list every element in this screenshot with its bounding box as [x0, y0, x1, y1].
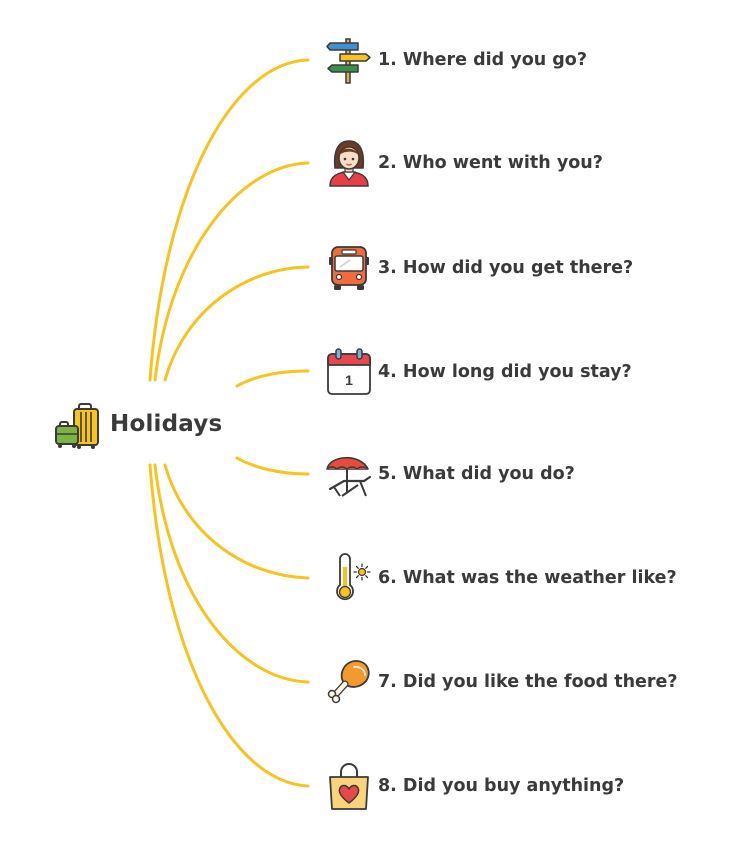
branch-line-6: [163, 463, 310, 580]
branch-label-1: 1. Where did you go?: [378, 50, 587, 70]
branch-line-5: [235, 456, 310, 476]
branch-label-5: 5. What did you do?: [378, 464, 575, 484]
branch-node-5[interactable]: 5. What did you do?: [324, 449, 575, 499]
branch-node-7[interactable]: 7. Did you like the food there?: [324, 657, 678, 707]
branch-label-2: 2. Who went with you?: [378, 153, 603, 173]
branch-label-6: 6. What was the weather like?: [378, 568, 677, 588]
branch-label-8: 8. Did you buy anything?: [378, 776, 625, 796]
thermometer-icon: [336, 553, 371, 601]
branch-line-7: [153, 463, 310, 684]
branch-label-7: 7. Did you like the food there?: [378, 672, 678, 692]
calendar-icon: 1: [327, 348, 371, 395]
branch-node-1[interactable]: 1. Where did you go?: [324, 35, 587, 85]
root-node[interactable]: Holidays: [54, 398, 222, 450]
girl-icon: [329, 140, 369, 187]
branch-label-4: 4. How long did you stay?: [378, 362, 632, 382]
branch-line-4: [235, 369, 310, 388]
beach-umbrella-icon: [326, 456, 372, 497]
branch-line-1: [148, 58, 310, 382]
signpost-icon: [326, 38, 371, 84]
calendar-day: 1: [345, 372, 353, 388]
branch-line-8: [148, 463, 310, 788]
branch-node-3[interactable]: 3. How did you get there?: [324, 243, 633, 293]
shopping-bag-icon: [329, 763, 369, 810]
root-label: Holidays: [110, 411, 223, 437]
branch-label-3: 3. How did you get there?: [378, 258, 634, 278]
branch-node-8[interactable]: 8. Did you buy anything?: [324, 761, 624, 811]
luggage-icon: [55, 403, 99, 449]
branch-line-3: [163, 265, 310, 382]
bus-icon: [329, 246, 369, 290]
chicken-leg-icon: [327, 660, 370, 704]
branch-node-2[interactable]: 2. Who went with you?: [324, 138, 603, 188]
branch-node-6[interactable]: 6. What was the weather like?: [324, 553, 677, 603]
branch-node-4[interactable]: 1 4. How long did you stay?: [324, 347, 632, 397]
branch-line-2: [153, 161, 310, 382]
